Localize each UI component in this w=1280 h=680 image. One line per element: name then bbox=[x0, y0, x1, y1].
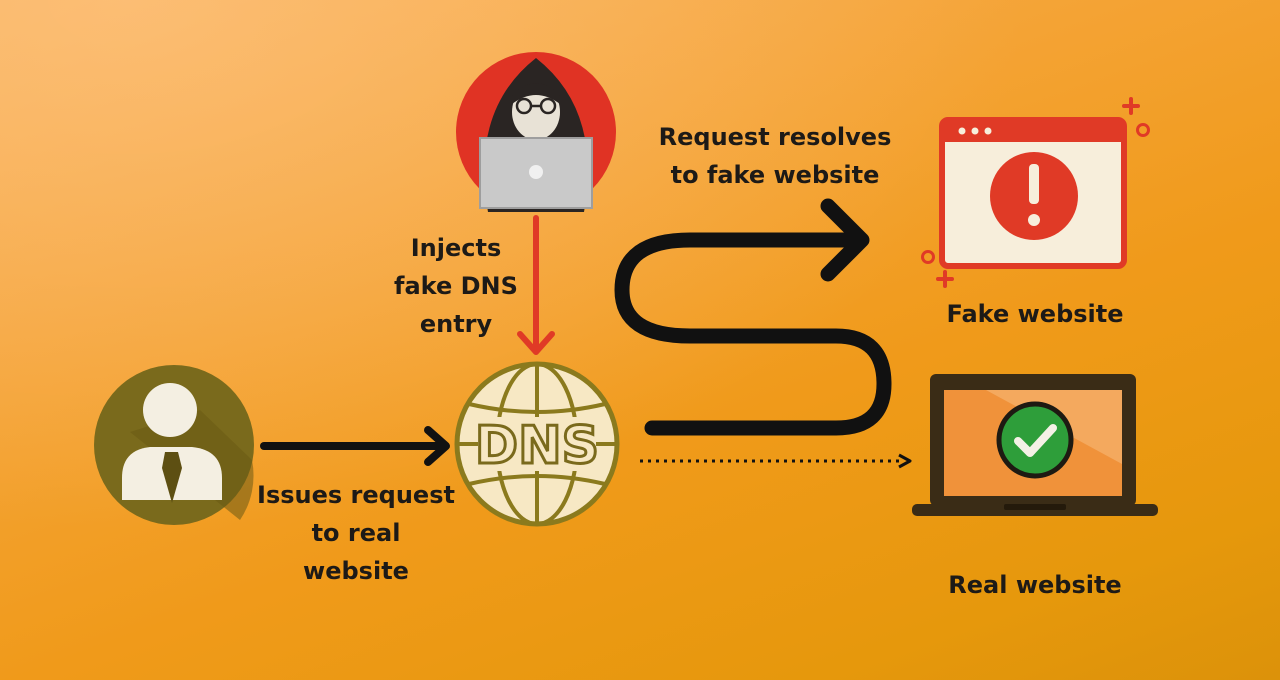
dns-label: DNS bbox=[475, 416, 599, 476]
issues-label-line: to real bbox=[311, 519, 401, 547]
inject-label-line: Injects bbox=[410, 234, 502, 262]
inject-label-line: fake DNS bbox=[394, 272, 518, 300]
redirect-arrow bbox=[614, 198, 892, 436]
hacker-icon bbox=[456, 52, 616, 212]
request-arrow bbox=[260, 426, 450, 466]
inject-label: Injects fake DNS entry bbox=[380, 229, 532, 343]
issues-label-line: website bbox=[303, 557, 409, 585]
real-website-label: Real website bbox=[948, 571, 1122, 599]
user-icon bbox=[94, 365, 254, 525]
resolves-label-line: Request resolves bbox=[658, 123, 892, 151]
laptop-check-icon bbox=[912, 374, 1158, 516]
intended-arrow bbox=[640, 453, 912, 469]
inject-arrow bbox=[517, 215, 555, 355]
issues-label-line: Issues request bbox=[257, 481, 455, 509]
dns-globe-icon: DNS bbox=[454, 361, 620, 527]
inject-label-line: entry bbox=[419, 310, 493, 338]
browser-warning-icon bbox=[921, 97, 1150, 288]
issues-label: Issues request to real website bbox=[254, 476, 458, 590]
resolves-label-line: to fake website bbox=[670, 161, 880, 189]
fake-website-label: Fake website bbox=[946, 300, 1124, 328]
resolves-label: Request resolves to fake website bbox=[650, 118, 900, 194]
